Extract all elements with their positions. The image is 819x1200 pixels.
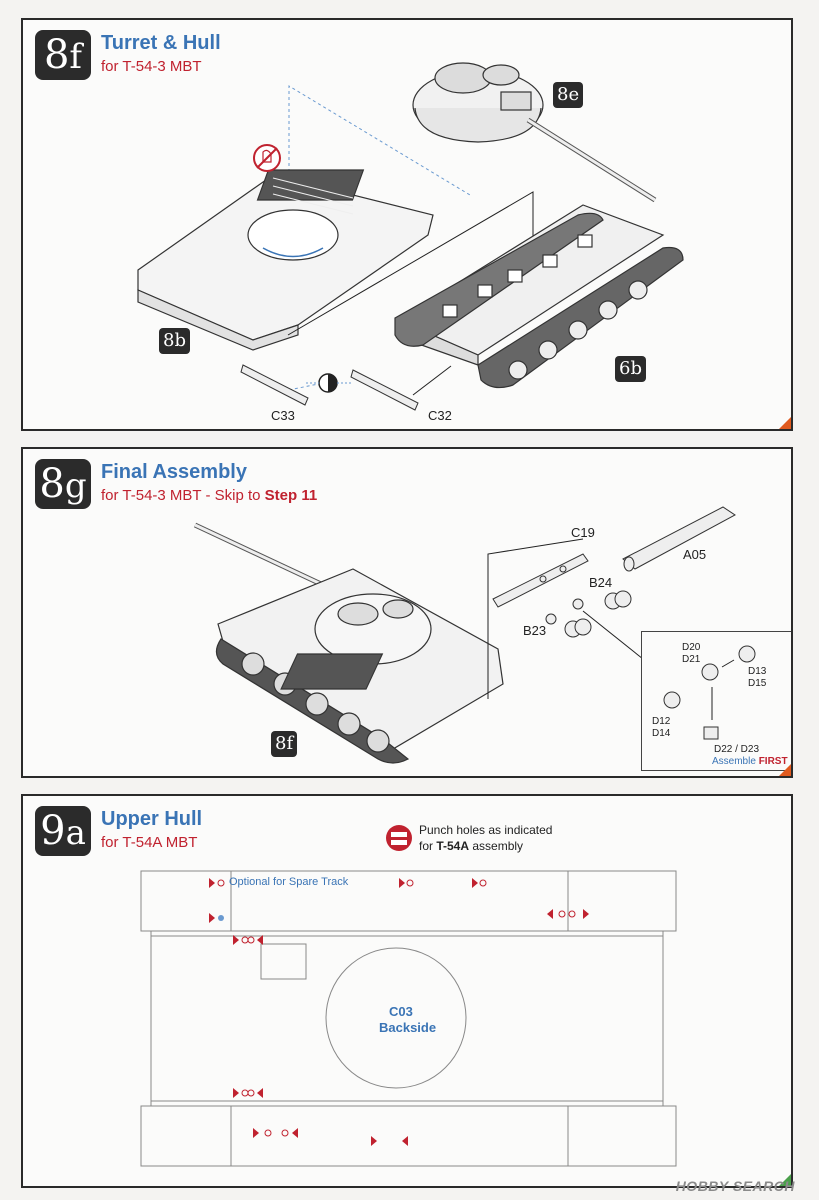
punch-markers [209, 878, 589, 1146]
part-code-c03: C03 [389, 1004, 413, 1019]
watermark: HOBBY SEARCH [675, 1178, 795, 1194]
step-title: Turret & Hull [101, 32, 221, 54]
label-d12-d14: D12 D14 [652, 716, 671, 739]
step-letter: f [69, 37, 83, 77]
ref-8e: 8e [553, 82, 584, 108]
inset-illustration [663, 645, 756, 740]
step-subtitle: for T-54A MBT [101, 834, 198, 851]
part-label-b23: B23 [523, 623, 547, 638]
part-c19-drawing [492, 553, 589, 608]
upper-hull-plan [140, 825, 677, 1167]
step-title: Final Assembly [101, 461, 247, 483]
no-glue-icon [253, 144, 281, 172]
ref-8b-label: 8b [163, 330, 186, 351]
part-a05-drawing [622, 506, 736, 572]
upper-hull-drawing [137, 169, 434, 351]
label-d13-d15: D13 D15 [748, 666, 767, 689]
corner-tab [777, 415, 791, 429]
punch-note-line2: for T-54A assembly [419, 838, 552, 854]
step-number: 8 [43, 32, 70, 78]
ref-8b: 8b [159, 328, 190, 354]
ref-6b: 6b [615, 356, 646, 382]
optional-spare-track-label: Optional for Spare Track [229, 876, 349, 888]
leader-lines [487, 538, 644, 699]
ref-6b-label: 6b [619, 358, 642, 379]
tank-drawing [193, 522, 504, 764]
assemble-note-first: FIRST [758, 756, 788, 767]
part-side-label: Backside [379, 1020, 437, 1035]
ref-8e-label: 8e [557, 84, 580, 105]
turret-hull-illustration [137, 62, 684, 411]
punch-note-line1: Punch holes as indicated [419, 823, 553, 837]
assemble-first-note: Assemble FIRST [712, 756, 788, 768]
ref-8f-label: 8f [275, 733, 294, 754]
corner-tab [777, 762, 791, 776]
part-label-a05: A05 [683, 547, 707, 562]
step-subtitle: for T-54-3 MBT [101, 58, 202, 75]
assemble-note-prefix: Assemble [712, 756, 759, 767]
lower-hull-drawing [394, 204, 684, 389]
hull-outline [140, 870, 677, 1167]
part-c32-drawing [350, 369, 419, 411]
punch-note-prefix: for [419, 839, 437, 853]
ref-8f: 8f [271, 731, 298, 757]
step-number: 8 [39, 461, 65, 507]
assembly-inset: D20 D21 D13 D15 D12 D14 D22 / D23 Assemb… [641, 631, 791, 771]
part-label-c32: C32 [428, 408, 452, 423]
punch-note-suffix: assembly [469, 839, 524, 853]
part-label-b24: B24 [589, 575, 613, 590]
step-subtitle: for T-54-3 MBT - Skip to Step 11 [101, 487, 317, 504]
step-letter: g [64, 466, 87, 506]
punch-note-model: T-54A [436, 839, 470, 853]
mirror-parts-icon [318, 373, 338, 393]
label-d20-d21: D20 D21 [682, 642, 701, 665]
subtitle-step-link: Step 11 [264, 487, 318, 504]
subtitle-prefix: for T-54-3 MBT - Skip to [101, 487, 265, 504]
corner-tab [777, 1172, 791, 1186]
label-d22-d23: D22 / D23 [714, 744, 760, 755]
lamp-parts-drawing [545, 590, 632, 638]
turret-drawing [412, 62, 657, 203]
punch-icon [386, 825, 412, 851]
punch-note: Punch holes as indicated for T-54A assem… [419, 822, 552, 854]
step-letter: a [65, 813, 86, 853]
final-assembly-illustration [193, 506, 736, 764]
step-title: Upper Hull [101, 808, 203, 830]
part-c33-drawing [240, 364, 309, 406]
step-number: 9 [40, 808, 66, 854]
part-label-c33: C33 [271, 408, 295, 423]
part-label-c19: C19 [571, 525, 595, 540]
